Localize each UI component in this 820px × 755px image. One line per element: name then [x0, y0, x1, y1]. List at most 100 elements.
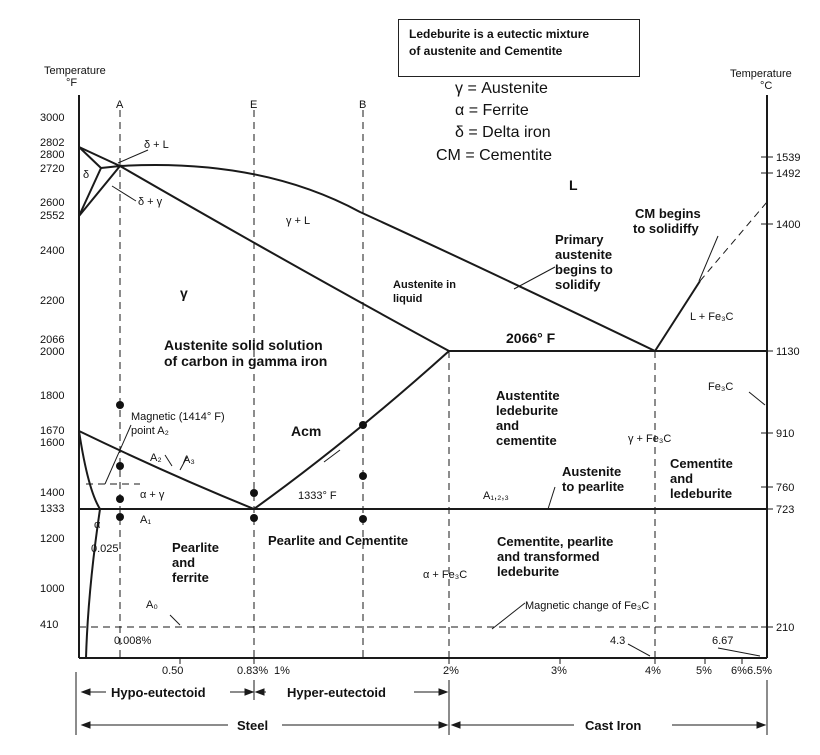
point — [359, 421, 367, 429]
label-hypo: Hypo-eutectoid — [111, 685, 206, 700]
right-tick: 1539 — [776, 152, 800, 164]
left-tick: 410 — [40, 619, 58, 631]
right-axis-title-1: Temperature — [730, 68, 792, 80]
right-tick: 1130 — [776, 346, 800, 358]
label-aus-pearl-1: Austenite — [562, 464, 621, 479]
point — [359, 515, 367, 523]
label-c667: 6.67 — [712, 635, 733, 647]
right-tick: 210 — [776, 622, 794, 634]
bottom-tick: 0.83% — [237, 665, 268, 677]
left-axis-title-1: Temperature — [44, 65, 106, 77]
label-primary-3: begins to — [555, 262, 613, 277]
label-cem-led-2: and — [670, 471, 693, 486]
left-tick: 2200 — [40, 295, 64, 307]
left-tick: 2720 — [40, 163, 64, 175]
label-cm-begins-2: to solidiffy — [633, 221, 699, 236]
label-liquid: L — [569, 177, 578, 193]
label-ss-2: of carbon in gamma iron — [164, 353, 327, 369]
bottom-tick-labels: 0.50 0.83% 1% 2% 3% 4% 5% 6% 6.5% — [162, 665, 772, 677]
label-pf-2: and — [172, 555, 195, 570]
cementite-liquidus — [654, 280, 701, 352]
legend-delta: δ = Delta iron — [455, 124, 551, 141]
left-tick: 2802 — [40, 137, 64, 149]
label-alpha-gamma: α + γ — [140, 489, 165, 501]
label-aus-pearl-2: to pearlite — [562, 479, 624, 494]
bottom-tick: 0.50 — [162, 665, 183, 677]
bottom-tick: 1% — [274, 665, 290, 677]
label-delta-gamma: δ + γ — [138, 196, 163, 208]
label-cem-led-3: ledeburite — [670, 486, 732, 501]
label-a0: A₀ — [146, 599, 158, 611]
label-fe3c: Fe₃C — [708, 381, 733, 393]
label-cpt-1: Cementite, pearlite — [497, 534, 613, 549]
label-cpt-2: and transformed — [497, 549, 600, 564]
bottom-brackets — [75, 672, 768, 735]
right-tick: 1492 — [776, 168, 800, 180]
label-pf-1: Pearlite — [172, 540, 219, 555]
left-ticks: 3000 2802 2800 2720 2600 2552 2400 2200 … — [40, 112, 64, 631]
label-delta: δ — [83, 169, 89, 181]
label-cpt-3: ledeburite — [497, 564, 559, 579]
liquidus-curve — [78, 146, 656, 352]
right-tick: 723 — [776, 504, 794, 516]
label-primary-2: austenite — [555, 247, 612, 262]
point — [250, 514, 258, 522]
label-delta-l: δ + L — [144, 139, 169, 151]
left-tick: 1670 — [40, 425, 64, 437]
left-tick: 1333 — [40, 503, 64, 515]
point — [250, 489, 258, 497]
a3-curve — [78, 430, 255, 510]
left-tick: 1600 — [40, 437, 64, 449]
label-primary-1: Primary — [555, 232, 604, 247]
label-led-2: ledeburite — [496, 403, 558, 418]
label-pf-3: ferrite — [172, 570, 209, 585]
acm-curve — [253, 350, 450, 510]
left-tick: 2600 — [40, 197, 64, 209]
point — [116, 495, 124, 503]
label-alpha-fe3c: α + Fe₃C — [423, 569, 467, 581]
label-c0008: 0.008% — [114, 635, 152, 647]
label-eutectic-temp: 2066° F — [506, 330, 556, 346]
right-tick: 760 — [776, 482, 794, 494]
label-led-4: cementite — [496, 433, 557, 448]
label-hyper: Hyper-eutectoid — [287, 685, 386, 700]
guide-label-b: B — [359, 99, 366, 111]
label-gamma: γ — [180, 285, 188, 301]
guide-label-a: A — [116, 99, 124, 111]
label-c43: 4.3 — [610, 635, 625, 647]
point — [116, 401, 124, 409]
label-cem-led-1: Cementite — [670, 456, 733, 471]
label-austenite-liquid-1: Austenite in — [393, 279, 456, 291]
bottom-tick: 6.5% — [747, 665, 772, 677]
bottom-tick: 3% — [551, 665, 567, 677]
label-acm: Acm — [291, 423, 321, 439]
label-primary-4: solidify — [555, 277, 601, 292]
left-tick: 1400 — [40, 487, 64, 499]
left-tick: 1200 — [40, 533, 64, 545]
key-points — [116, 401, 367, 523]
label-a2: A₂ — [150, 452, 162, 464]
label-pc: Pearlite and Cementite — [268, 533, 408, 548]
legend-alpha: α = Ferrite — [455, 102, 529, 119]
label-l-fe3c: L + Fe₃C — [690, 311, 734, 323]
label-austenite-liquid-2: liquid — [393, 293, 422, 305]
delta-boundary — [78, 146, 103, 217]
bottom-tick: 6% — [731, 665, 747, 677]
left-tick: 2066 — [40, 334, 64, 346]
bottom-tick: 5% — [696, 665, 712, 677]
cm-solidify-dashed — [699, 201, 768, 282]
label-cast-iron: Cast Iron — [585, 718, 641, 733]
phase-boundaries — [78, 146, 767, 659]
guide-lines — [79, 110, 768, 658]
label-steel: Steel — [237, 718, 268, 733]
label-led-3: and — [496, 418, 519, 433]
solidus-curve — [119, 165, 450, 352]
right-tick-labels: 1539 1492 1400 1130 910 760 723 210 — [776, 152, 800, 634]
left-tick: 2552 — [40, 210, 64, 222]
left-tick: 3000 — [40, 112, 64, 124]
legend-gamma: γ = Austenite — [455, 80, 548, 97]
label-cm-begins-1: CM begins — [635, 206, 701, 221]
legend-cm: CM = Cementite — [436, 147, 552, 164]
guide-label-e: E — [250, 99, 257, 111]
